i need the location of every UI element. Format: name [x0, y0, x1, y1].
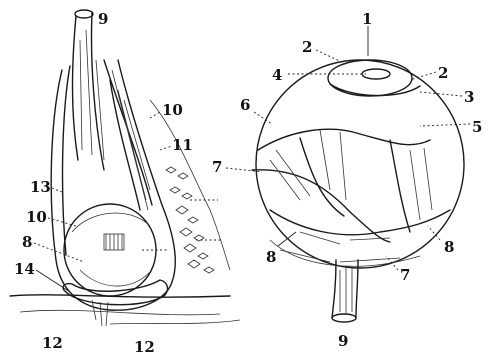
cord-hatching: [340, 268, 352, 314]
label-8: 8: [22, 233, 32, 251]
tunic-fold-mid: [300, 138, 344, 216]
leader-2t: [316, 50, 346, 64]
leader-3: [420, 92, 462, 96]
label-7-bottom: 7: [400, 266, 410, 284]
cap-rim: [330, 84, 420, 96]
leader-2r: [410, 72, 436, 80]
cord-opening: [332, 314, 356, 322]
label-3: 3: [464, 88, 474, 106]
cord-left-edge: [332, 260, 336, 318]
cord-right-edge: [356, 260, 358, 318]
label-11: 11: [172, 136, 193, 154]
label-10-right: 10: [162, 101, 183, 119]
adipose-tissue: [150, 100, 230, 273]
leader-13: [52, 188, 62, 192]
leader-5: [420, 124, 470, 126]
fold-hatching: [112, 70, 150, 210]
cord-top-opening: [75, 10, 93, 18]
label-9-top: 9: [98, 10, 108, 28]
testis-shading-bottom: [80, 270, 150, 286]
left-figure-section: [10, 10, 240, 326]
tunic-hatching: [270, 130, 432, 262]
leader-8l: [34, 243, 84, 262]
label-8-left: 8: [266, 248, 276, 266]
sac-inner-wall: [63, 66, 70, 255]
label-12-left: 12: [42, 334, 63, 352]
testis-sphere: [256, 60, 464, 268]
leader-11: [160, 146, 172, 150]
label-13: 13: [30, 178, 51, 196]
label-10-left: 10: [26, 208, 47, 226]
label-14: 14: [14, 260, 35, 278]
label-9-bottom: 9: [338, 332, 348, 350]
tunica-fold-2: [110, 80, 140, 210]
fascia-line: [110, 320, 240, 324]
leader-tissue: [142, 200, 222, 250]
skin-line-lower: [20, 310, 220, 315]
label-7-left: 7: [212, 158, 222, 176]
cord-left-edge: [73, 16, 79, 160]
testis-shading-top: [72, 213, 150, 232]
label-6: 6: [240, 96, 250, 114]
label-2-right: 2: [438, 64, 448, 82]
tunic-fold-right: [390, 140, 410, 232]
right-figure-testis: [226, 26, 470, 322]
label-12-right: 12: [134, 338, 155, 356]
head-opening: [362, 69, 390, 79]
tunic-fold-bottom: [270, 210, 450, 235]
label-2-top: 2: [302, 38, 312, 56]
label-8-right: 8: [444, 238, 454, 256]
label-5: 5: [472, 118, 482, 136]
appendix-detail: [104, 234, 124, 250]
label-1: 1: [362, 10, 372, 28]
label-4: 4: [272, 66, 282, 84]
leader-14: [36, 270, 70, 292]
tunic-fold-top: [258, 129, 430, 150]
cord-right-edge: [92, 12, 105, 170]
leader-10r: [150, 112, 160, 118]
